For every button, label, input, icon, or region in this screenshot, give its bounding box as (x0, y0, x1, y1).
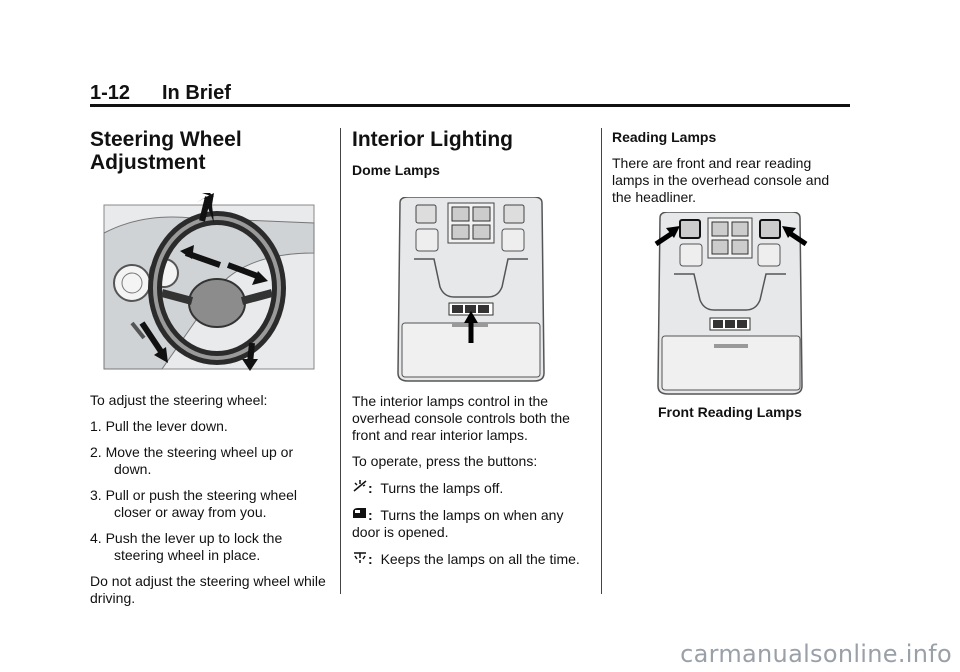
dome-lamps-subtitle: Dome Lamps (352, 162, 440, 178)
reading-lamps-column: Reading Lamps There are front and rear r… (612, 128, 848, 206)
column-divider (601, 128, 602, 594)
interior-lighting-column: Interior Lighting Dome Lamps (352, 128, 588, 179)
lamp-on-item: : Keeps the lamps on all the time. (352, 550, 588, 568)
section-title: In Brief (162, 82, 231, 104)
steering-warning: Do not adjust the steering wheel while d… (90, 573, 326, 606)
reading-lamps-title: Reading Lamps (612, 129, 717, 145)
column-divider (340, 128, 341, 594)
reading-lamps-console-illustration (654, 212, 808, 395)
steering-intro: To adjust the steering wheel: (90, 392, 268, 408)
steering-instructions: To adjust the steering wheel: 1. Pull th… (90, 392, 330, 607)
lamp-on-icon (354, 552, 366, 563)
reading-lamps-para: There are front and rear reading lamps i… (612, 155, 830, 205)
reading-lamps-caption: Front Reading Lamps (658, 404, 802, 420)
interior-lighting-title: Interior Lighting (352, 128, 513, 151)
lamp-off-icon (353, 480, 367, 492)
watermark: carmanualsonline.info (680, 640, 952, 668)
list-item: 3. Pull or push the steering wheel close… (90, 487, 298, 520)
door-text: Turns the lamps on when any door is open… (352, 507, 564, 540)
steering-wheel-illustration (103, 193, 315, 371)
list-item: 1. Pull the lever down. (90, 418, 228, 434)
lamp-off-text: Turns the lamps off. (380, 480, 504, 496)
dome-lamps-para2: To operate, press the buttons: (352, 453, 538, 469)
lamp-off-item: : Turns the lamps off. (352, 479, 588, 497)
door-item: : Turns the lamps on when any door is op… (352, 507, 564, 540)
list-item: 2. Move the steering wheel up or down. (90, 444, 294, 477)
header-rule (90, 104, 850, 107)
list-item: 4. Push the lever up to lock the steerin… (90, 530, 283, 563)
dome-lamps-para1: The interior lamps control in the overhe… (352, 393, 570, 443)
lamp-on-text: Keeps the lamps on all the time. (380, 551, 580, 567)
page-number: 1-12 (90, 82, 131, 104)
door-icon (353, 508, 366, 518)
dome-lamp-console-illustration (397, 197, 545, 382)
page-header: 1-12 In Brief (90, 82, 231, 105)
dome-lamps-text: The interior lamps control in the overhe… (352, 393, 588, 568)
